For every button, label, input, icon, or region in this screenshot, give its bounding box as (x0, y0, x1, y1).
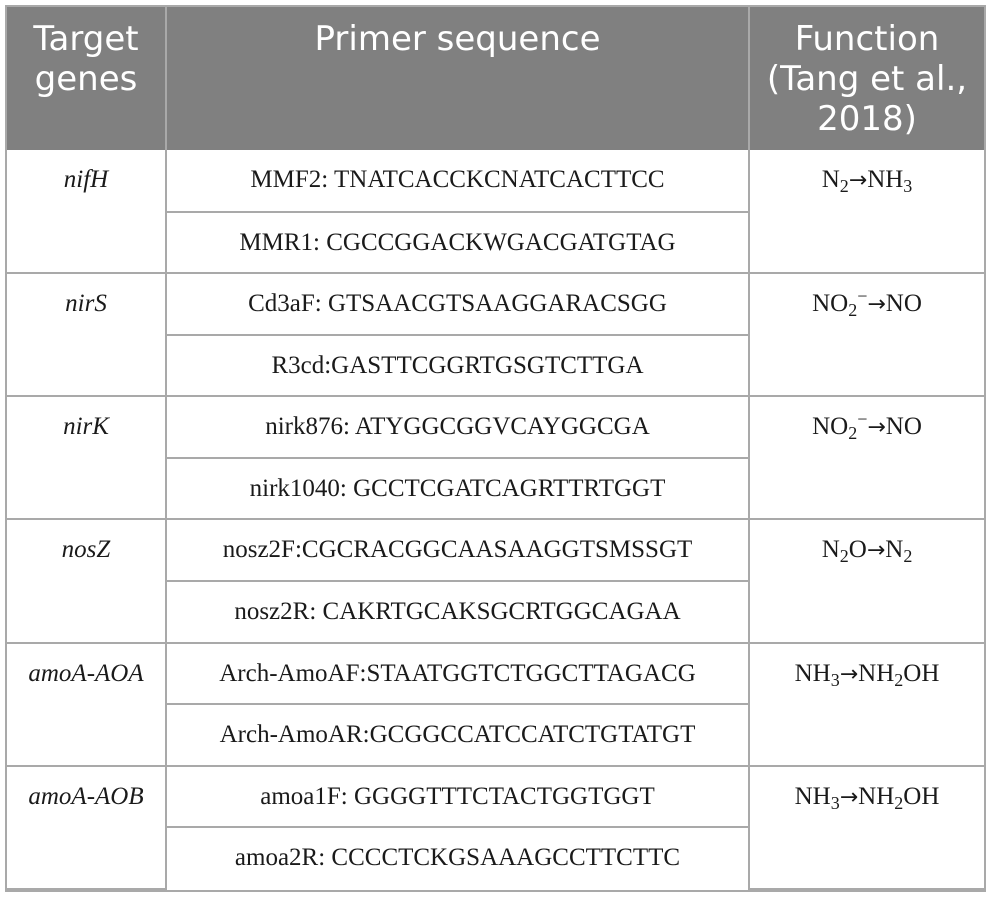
primer-cell: nosz2R: CAKRTGCAKSGCRTGGCAGAA (166, 580, 749, 644)
header-function-line: (Tang et al., (766, 59, 968, 99)
header-function: Function (Tang et al., 2018) (749, 7, 984, 150)
function-cell: NH3→NH2OH (748, 641, 984, 767)
table-row: nirS Cd3aF: GTSAACGTSAAGGARACSGG NO2−→NO (7, 272, 984, 398)
table-row: nirk1040: GCCTCGATCAGRTTRTGGT (7, 456, 984, 521)
header-function-line: 2018) (817, 99, 917, 139)
primer-cell: MMR1: CGCCGGACKWGACGATGTAG (166, 210, 749, 275)
table-row: amoA-AOA Arch-AmoAF:STAATGGTCTGGCTTAGACG… (7, 641, 984, 767)
gene-cell: nifH (7, 150, 167, 275)
header-row: Target genes Primer sequence Function (T… (7, 7, 984, 150)
gene-cell: nirK (7, 395, 167, 521)
primer-cell: MMF2: TNATCACCKCNATCACTTCC (165, 150, 750, 213)
function-cell: NO2−→NO (748, 272, 984, 398)
gene-cell: nirS (7, 272, 167, 398)
function-cell: NO2−→NO (748, 395, 984, 521)
primer-cell: nirk876: ATYGGCGGVCAYGGCGA (165, 395, 750, 459)
primer-cell: amoa2R: CCCCTCKGSAAAGCCTTCTTC (166, 826, 749, 889)
function-cell: NH3→NH2OH (748, 764, 984, 891)
primer-cell: amoa1F: GGGGTTTCTACTGGTGGT (165, 764, 750, 829)
table-row: nosz2R: CAKRTGCAKSGCRTGGCAGAA (7, 580, 984, 644)
gene-cell: nosZ (7, 518, 167, 644)
table-row: MMR1: CGCCGGACKWGACGATGTAG (7, 210, 984, 275)
table-header: Target genes Primer sequence Function (T… (7, 7, 984, 150)
table-body: nifH MMF2: TNATCACCKCNATCACTTCC N2→NH3 M… (7, 150, 984, 891)
header-target-genes: Target genes (7, 7, 167, 150)
table-row: amoA-AOB amoa1F: GGGGTTTCTACTGGTGGT NH3→… (7, 764, 984, 891)
header-primer-sequence: Primer sequence (166, 7, 750, 150)
gene-cell: amoA-AOA (7, 641, 167, 767)
table-row: amoa2R: CCCCTCKGSAAAGCCTTCTTC (7, 826, 984, 889)
primer-cell: Arch-AmoAF:STAATGGTCTGGCTTAGACG (165, 641, 750, 706)
primer-cell: Arch-AmoAR:GCGGCCATCCATCTGTATGT (166, 703, 749, 767)
table-row: nifH MMF2: TNATCACCKCNATCACTTCC N2→NH3 (7, 150, 984, 275)
primer-cell: nosz2F:CGCRACGGCAASAAGGTSMSSGT (165, 518, 750, 583)
header-primer-sequence-label: Primer sequence (314, 19, 601, 59)
function-cell: N2O→N2 (748, 518, 984, 644)
primer-table: Target genes Primer sequence Function (T… (7, 7, 984, 891)
header-function-line: Function (794, 19, 940, 59)
table-row: nirK nirk876: ATYGGCGGVCAYGGCGA NO2−→NO (7, 395, 984, 521)
header-target-genes-line: Target (33, 19, 139, 59)
header-target-genes-line: genes (34, 59, 138, 99)
function-cell: N2→NH3 (748, 150, 984, 275)
primer-cell: nirk1040: GCCTCGATCAGRTTRTGGT (166, 456, 749, 521)
gene-cell: amoA-AOB (7, 764, 167, 891)
table-row: R3cd:GASTTCGGRTGSGTCTTGA (7, 333, 984, 398)
primer-cell: Cd3aF: GTSAACGTSAAGGARACSGG (165, 272, 750, 336)
primer-table-container: Target genes Primer sequence Function (T… (5, 5, 986, 892)
table-row: nosZ nosz2F:CGCRACGGCAASAAGGTSMSSGT N2O→… (7, 518, 984, 644)
primer-cell: R3cd:GASTTCGGRTGSGTCTTGA (166, 333, 749, 398)
table-row: Arch-AmoAR:GCGGCCATCCATCTGTATGT (7, 703, 984, 767)
